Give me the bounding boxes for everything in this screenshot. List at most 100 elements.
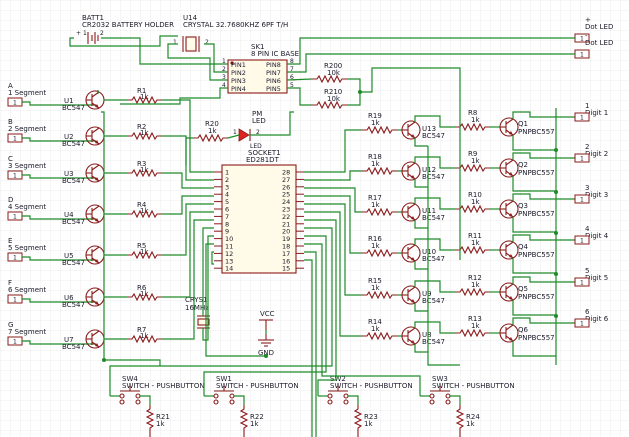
digit-pnp-resistor-zigzag: [455, 204, 490, 214]
digit-connector[interactable]: 1: [574, 318, 590, 328]
digit-pnp-type: PNPBC557: [518, 293, 555, 301]
battery-value: CR2032 BATTERY HOLDER: [82, 21, 174, 29]
socket28-body: [221, 164, 297, 274]
digit-npn-collector: [407, 244, 416, 251]
segment-connector-pin: 1: [13, 136, 17, 143]
segment-letter: G: [8, 321, 13, 329]
wire-xtal-right: [204, 43, 228, 73]
junction-pnp1: [554, 148, 558, 152]
digit-connector[interactable]: 1: [574, 153, 590, 163]
segment-connector[interactable]: 1: [7, 252, 23, 262]
segment-transistor-type: BC547: [62, 104, 85, 112]
switch-contact-d: [343, 399, 349, 405]
segment-letter: E: [8, 237, 12, 245]
digit-npn-collector: [407, 327, 416, 334]
junction-pnp3: [554, 231, 558, 235]
digit-pnp-resistor-value: 1k: [471, 157, 480, 165]
wire-seg-d: [162, 195, 214, 215]
digit-wire-out: [512, 317, 575, 325]
wire-dig6: [304, 211, 362, 337]
digit-base-resistor-ref: R16: [368, 235, 382, 243]
digit-wire-out: [512, 193, 575, 201]
digit-connector[interactable]: 1: [574, 277, 590, 287]
digit-npn: [401, 326, 421, 346]
battery-holder[interactable]: BATT1 CR2032 BATTERY HOLDER + 1 2: [76, 14, 174, 44]
segment-resistor-value: 1k: [140, 207, 149, 215]
digit-number: 5: [585, 267, 589, 275]
switch-contact-d: [445, 399, 451, 405]
socket28-right-pin-num: 16: [282, 257, 290, 265]
socket8-right-num: 7: [290, 66, 294, 73]
digit-connector-pin: 1: [580, 321, 584, 328]
digit-pnp-type: PNPBC557: [518, 210, 555, 218]
crystal-32khz[interactable]: U14 CRYSTAL 32.7680KHZ 6PF T/H 1 2: [173, 14, 288, 52]
digit-pnp-resistor-value: 1k: [471, 198, 480, 206]
segment-resistor-ref: R3: [137, 160, 146, 168]
digit-pnp-type: PNPBC557: [518, 128, 555, 136]
segment-connector[interactable]: 1: [7, 97, 23, 107]
switch-value: SWITCH - PUSHBUTTON: [432, 382, 515, 390]
digit-connector[interactable]: 1: [574, 194, 590, 204]
digit-connector[interactable]: 1: [574, 235, 590, 245]
wire-dig4: [304, 195, 362, 254]
resistor-r210[interactable]: R210 10k: [312, 88, 347, 110]
switch-lead-right: [450, 395, 461, 405]
digit-base-resistor-ref: R15: [368, 277, 382, 285]
wire-vcc-sw: [304, 251, 317, 437]
switch-contact-a: [327, 393, 333, 399]
resistor-r20[interactable]: R20 1k: [193, 120, 228, 143]
socket8-right-num: 6: [290, 74, 294, 81]
switch-ref: SW2: [330, 375, 346, 383]
digit-wire-emitter: [414, 138, 428, 147]
digit-pnp-resistor-ref: R9: [468, 150, 477, 158]
resistor-r200[interactable]: R200 10k: [312, 62, 347, 84]
segment-connector[interactable]: 1: [7, 133, 23, 143]
segment-connector-pin: 1: [13, 255, 17, 262]
digit-pnp-resistor-ref: R8: [468, 109, 477, 117]
segment-transistor-collector: [91, 127, 100, 134]
segment-resistor-value: 1k: [140, 290, 149, 298]
switch-lead-right: [234, 395, 245, 405]
digit-base-resistor-ref: R18: [368, 153, 382, 161]
segment-connector[interactable]: 1: [7, 336, 23, 346]
digit-wire-out: [512, 234, 575, 242]
socket8-left-pin-label: PIN3: [231, 77, 246, 85]
wire-dotled-minus: [287, 53, 575, 73]
digit-wire-pnp-emitter: [512, 300, 556, 316]
dot-led-connector[interactable]: 1: [574, 49, 590, 59]
junction-pnp2: [554, 190, 558, 194]
socket28-left-pin-num: 10: [225, 235, 233, 243]
switch-lead-right: [348, 395, 359, 405]
segment-name: 2 Segment: [8, 125, 46, 133]
digit-connector[interactable]: 1: [574, 112, 590, 122]
segment-connector[interactable]: 1: [7, 170, 23, 180]
digit-pnp-ref: Q3: [518, 202, 528, 210]
segment-connector[interactable]: 1: [7, 211, 23, 221]
digit-wire-collector: [414, 115, 455, 128]
digit-npn: [401, 120, 421, 140]
digit-pnp-arrow: [509, 172, 513, 176]
wire-r210-in: [287, 87, 312, 106]
junction-pnp5: [554, 314, 558, 318]
digit-connector-pin: 1: [580, 156, 584, 163]
segment-resistor-ref: R4: [137, 201, 147, 209]
digit-npn-ref: U12: [422, 166, 436, 174]
digit-npn-type: BC547: [422, 173, 445, 181]
segment-connector[interactable]: 1: [7, 294, 23, 304]
